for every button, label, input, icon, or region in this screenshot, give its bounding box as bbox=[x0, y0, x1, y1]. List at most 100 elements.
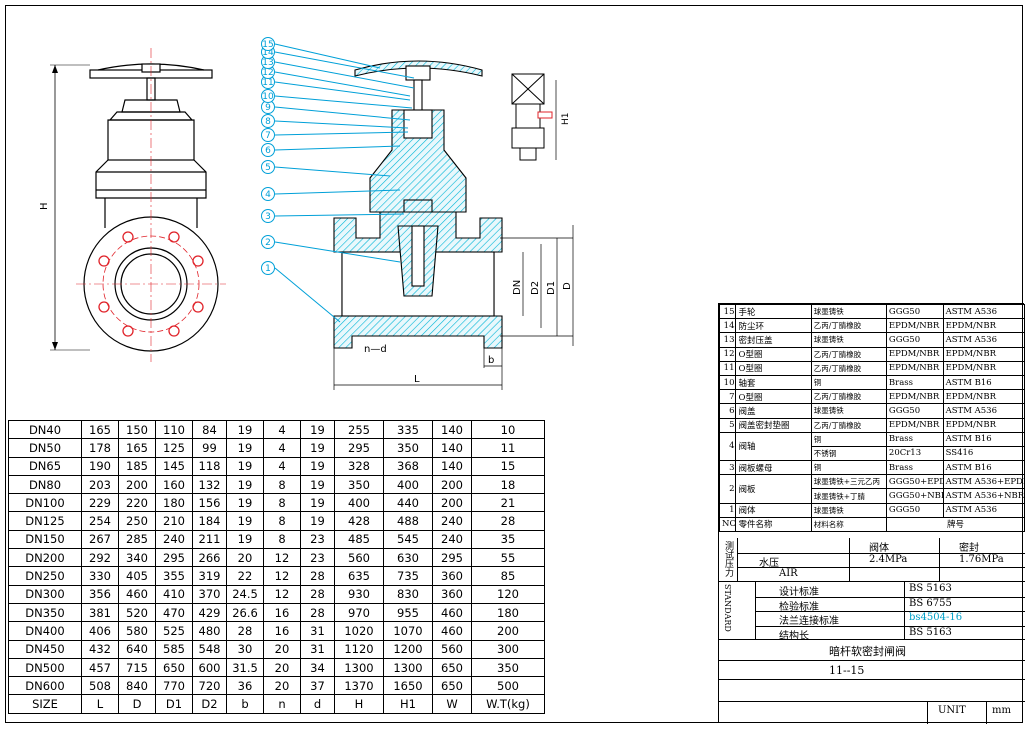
material-grade: EPDM/NBR bbox=[885, 417, 944, 433]
table-cell: DN200 bbox=[8, 548, 82, 568]
part-name: 阀轴 bbox=[735, 431, 812, 462]
table-cell: 560 bbox=[334, 548, 384, 568]
drawing-title: 暗杆软密封闸阀 bbox=[829, 645, 906, 658]
parts-cell: SS416 bbox=[942, 445, 1026, 462]
material-grade: EPDM/NBR bbox=[885, 346, 944, 362]
table-cell: 190 bbox=[81, 456, 119, 476]
table-cell: 200 bbox=[432, 474, 472, 495]
callout-circle bbox=[261, 160, 275, 174]
callout-number: 14 bbox=[262, 48, 274, 58]
dim-label-H1: H1 bbox=[561, 113, 571, 126]
table-cell: 405 bbox=[118, 566, 156, 586]
table-cell: 4 bbox=[263, 438, 301, 458]
parts-cell: GGG50+EPDM bbox=[885, 474, 944, 490]
callout-number: 3 bbox=[265, 212, 271, 222]
drawing-number: 11--15 bbox=[829, 664, 865, 677]
callout-circle bbox=[261, 187, 275, 201]
table-cell: 28 bbox=[226, 621, 264, 641]
table-cell: 22 bbox=[226, 566, 264, 586]
table-cell: 19 bbox=[226, 419, 264, 440]
callout-number: 2 bbox=[265, 238, 271, 248]
table-cell: DN100 bbox=[8, 493, 82, 513]
material-cn: 乙丙/丁腈橡胶 bbox=[810, 389, 887, 405]
title-section: 暗杆软密封闸阀 11--15 bbox=[719, 640, 1025, 680]
part-name: 防尘环 bbox=[735, 318, 812, 334]
table-cell: 330 bbox=[81, 566, 119, 586]
table-cell: 55 bbox=[471, 548, 545, 568]
table-cell: 267 bbox=[81, 529, 119, 550]
table-cell: 488 bbox=[383, 511, 433, 531]
callout-number: 8 bbox=[265, 117, 271, 127]
table-cell: 410 bbox=[155, 584, 193, 604]
table-cell: 125 bbox=[155, 438, 193, 458]
callout-number: 12 bbox=[262, 68, 273, 78]
table-cell: 180 bbox=[155, 493, 193, 513]
table-cell: 600 bbox=[192, 657, 227, 678]
table-cell: 160 bbox=[155, 474, 193, 495]
standard-row-label: 设计标准 bbox=[779, 587, 819, 598]
parts-cell: 1 bbox=[718, 502, 737, 518]
callout-leader bbox=[274, 95, 413, 109]
table-cell: 295 bbox=[155, 548, 193, 568]
table-cell: 178 bbox=[81, 438, 119, 458]
table-cell: DN150 bbox=[8, 529, 82, 550]
material-grade: GGG50 bbox=[885, 403, 944, 419]
dim-label-D2: D2 bbox=[530, 281, 541, 295]
material-cn: 乙丙/丁腈橡胶 bbox=[810, 346, 887, 362]
table-cell: 340 bbox=[118, 548, 156, 568]
table-cell: DN80 bbox=[8, 474, 82, 495]
table-cell: 266 bbox=[192, 548, 227, 568]
parts-cell: GGG50+NBR bbox=[885, 488, 944, 504]
table-cell: 28 bbox=[300, 602, 335, 623]
parts-cell: 阀板螺母 bbox=[735, 460, 812, 476]
parts-cell: 阀体 bbox=[735, 502, 812, 518]
callout-leader bbox=[274, 213, 405, 217]
part-number: 7 bbox=[718, 389, 737, 405]
table-cell: 184 bbox=[192, 511, 227, 531]
parts-header-no: NO. bbox=[718, 516, 737, 533]
table-cell: 140 bbox=[432, 419, 472, 440]
callout-circle bbox=[261, 261, 275, 275]
table-cell: 770 bbox=[155, 676, 193, 696]
table-cell: 400 bbox=[334, 493, 384, 513]
part-name: 阀盖密封垫圈 bbox=[735, 417, 812, 433]
material-grade: EPDM/NBR bbox=[885, 318, 944, 334]
table-cell: 1370 bbox=[334, 676, 384, 696]
parts-cell: 球墨铸铁 bbox=[810, 502, 887, 518]
table-cell: 19 bbox=[226, 493, 264, 513]
table-cell: 4 bbox=[263, 419, 301, 440]
part-name: O型圈 bbox=[735, 360, 812, 376]
table-cell: 355 bbox=[155, 566, 193, 586]
table-cell: 720 bbox=[192, 676, 227, 696]
parts-cell: 球墨铸铁+三元乙丙 bbox=[810, 474, 887, 490]
parts-header-grade: 牌号 bbox=[885, 516, 1026, 533]
part-name: 阀盖 bbox=[735, 403, 812, 419]
table-cell: 457 bbox=[81, 657, 119, 678]
table-cell: 460 bbox=[432, 602, 472, 623]
table-cell: 8 bbox=[263, 493, 301, 513]
table-cell: 406 bbox=[81, 621, 119, 641]
callout-circle bbox=[261, 209, 275, 223]
table-cell: 8 bbox=[263, 529, 301, 550]
part-number: 14 bbox=[718, 318, 737, 334]
table-cell: 19 bbox=[300, 493, 335, 513]
material-astm: ASTM B16 bbox=[942, 374, 1026, 391]
table-cell: 19 bbox=[226, 529, 264, 550]
parts-cell: 铜 bbox=[810, 460, 887, 476]
table-cell: 16 bbox=[263, 621, 301, 641]
callout-leader bbox=[274, 131, 409, 136]
table-cell: 20 bbox=[263, 676, 301, 696]
